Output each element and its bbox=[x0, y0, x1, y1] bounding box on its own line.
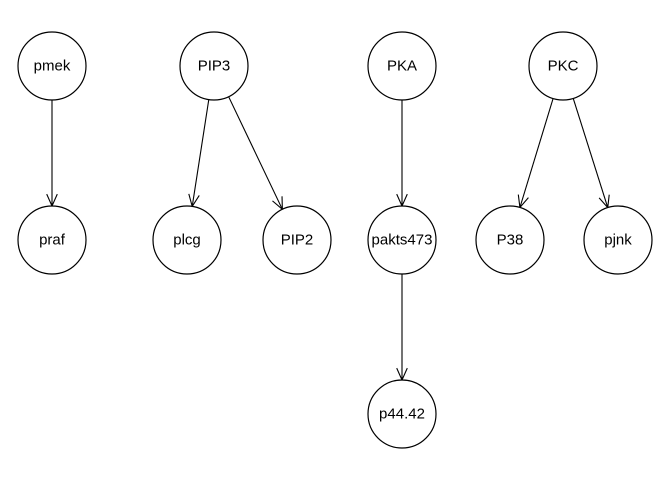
node-label: PKC bbox=[548, 58, 579, 75]
edge-pka-to-pakts473 bbox=[396, 100, 408, 208]
edge-pkc-to-p38 bbox=[517, 98, 554, 209]
node-pip2: PIP2 bbox=[262, 205, 332, 275]
node-circle bbox=[367, 205, 437, 275]
edge-line bbox=[572, 98, 609, 208]
node-circle bbox=[367, 379, 437, 449]
node-circle bbox=[17, 205, 87, 275]
node-pkc: PKC bbox=[528, 31, 598, 101]
edge-pmek-to-praf bbox=[46, 100, 58, 208]
node-circle bbox=[475, 205, 545, 275]
node-plcg: plcg bbox=[152, 205, 222, 275]
node-circle bbox=[583, 205, 653, 275]
edge-line bbox=[228, 96, 283, 210]
node-label: P38 bbox=[497, 232, 524, 249]
node-label: p44.42 bbox=[379, 406, 425, 423]
edge-pkc-to-pjnk bbox=[572, 98, 610, 209]
node-circle bbox=[262, 205, 332, 275]
node-praf: praf bbox=[17, 205, 87, 275]
edge-pip3-to-pip2 bbox=[228, 96, 283, 211]
node-pmek: pmek bbox=[17, 31, 87, 101]
node-circle bbox=[179, 31, 249, 101]
edge-line bbox=[519, 98, 554, 208]
node-p38: P38 bbox=[475, 205, 545, 275]
node-pka: PKA bbox=[367, 31, 437, 101]
node-circle bbox=[152, 205, 222, 275]
node-circle bbox=[528, 31, 598, 101]
node-pjnk: pjnk bbox=[583, 205, 653, 275]
node-pakts473: pakts473 bbox=[367, 205, 437, 275]
node-p44-42: p44.42 bbox=[367, 379, 437, 449]
node-label: pakts473 bbox=[372, 232, 433, 249]
node-label: praf bbox=[39, 232, 66, 249]
edge-pakts473-to-p44-42 bbox=[396, 274, 408, 382]
node-label: pmek bbox=[34, 58, 71, 75]
nodes-layer: pmek PIP3 PKA PKC praf plcg PIP2 pakts473 P38 pjn… bbox=[17, 31, 653, 449]
node-label: PIP3 bbox=[198, 58, 231, 75]
node-circle bbox=[17, 31, 87, 101]
node-label: PIP2 bbox=[281, 232, 314, 249]
node-label: pjnk bbox=[604, 232, 632, 249]
edge-line bbox=[191, 99, 210, 207]
node-label: PKA bbox=[387, 58, 417, 75]
edge-pip3-to-plcg bbox=[188, 99, 210, 208]
node-circle bbox=[367, 31, 437, 101]
node-pip3: PIP3 bbox=[179, 31, 249, 101]
node-label: plcg bbox=[173, 232, 201, 249]
